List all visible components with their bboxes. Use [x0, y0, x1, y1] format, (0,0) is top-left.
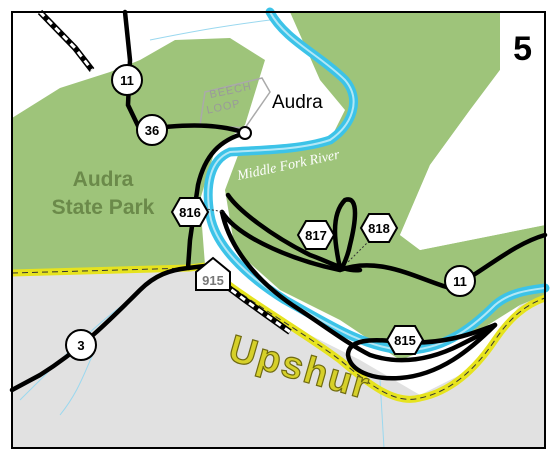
route-shield-3: 3 — [65, 329, 97, 361]
route-shield-915: 915 — [195, 256, 231, 291]
park-label-line1: Audra — [73, 168, 134, 191]
route-shield-36: 36 — [136, 114, 168, 146]
page-number: 5 — [513, 30, 532, 68]
svg-text:3: 3 — [77, 338, 84, 353]
svg-text:817: 817 — [305, 228, 327, 243]
town-point-audra — [238, 126, 252, 140]
clearing-east — [400, 12, 545, 250]
park-label-line2: State Park — [52, 196, 155, 219]
stream — [149, 19, 271, 41]
route-shield-818: 818 — [359, 213, 399, 243]
map-frame — [11, 11, 546, 449]
svg-text:815: 815 — [394, 333, 416, 348]
county-area — [12, 268, 545, 448]
railroad-dash — [38, 10, 94, 71]
svg-text:915: 915 — [202, 273, 224, 288]
road-815 — [219, 209, 498, 363]
svg-text:818: 818 — [368, 221, 390, 236]
route-shield-817: 817 — [296, 220, 336, 250]
svg-text:816: 816 — [179, 205, 201, 220]
road-east-11 — [219, 209, 548, 291]
svg-text:11: 11 — [453, 274, 467, 289]
svg-text:11: 11 — [120, 73, 134, 88]
beech-loop-road — [199, 77, 271, 129]
route-shield-11-east: 11 — [444, 265, 476, 297]
forest-area-west — [12, 38, 265, 273]
route-shield-816: 816 — [170, 197, 210, 227]
road-817-loop — [332, 197, 358, 271]
route-shield-11-north: 11 — [111, 64, 143, 96]
road-815-loop — [345, 322, 498, 381]
route-shield-815: 815 — [385, 325, 425, 355]
town-label-audra: Audra — [272, 92, 323, 113]
county-boundary-dash — [11, 265, 546, 400]
svg-text:36: 36 — [145, 123, 159, 138]
